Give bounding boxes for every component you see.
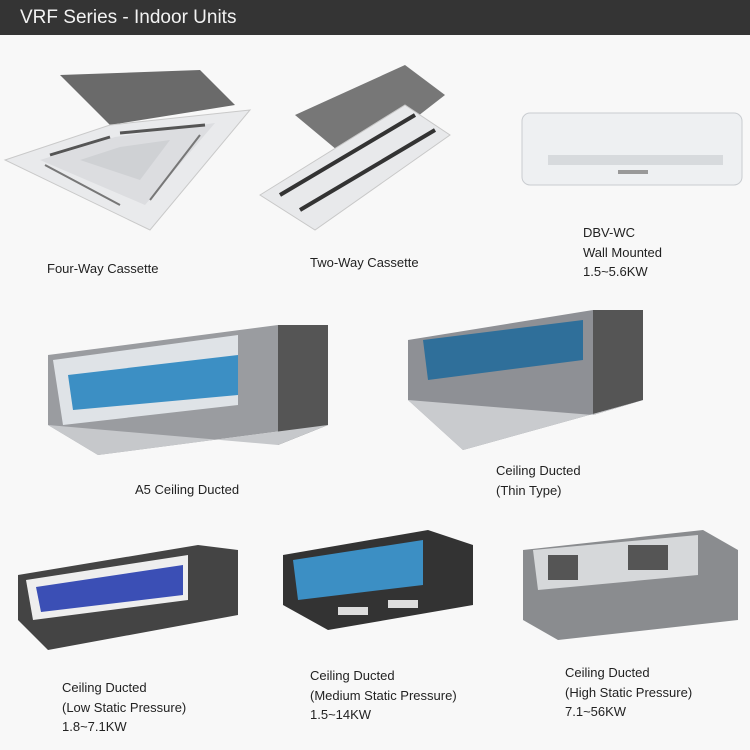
ceiling-ducted-low-static-image (18, 545, 238, 650)
wall-mounted-image (521, 112, 743, 186)
product-name: Four-Way Cassette (47, 261, 159, 276)
product-type: (Thin Type) (496, 482, 562, 498)
product-label-ceiling-ducted-high: Ceiling Ducted (High Static Pressure) 7.… (565, 663, 692, 722)
product-type: (Low Static Pressure) (62, 699, 187, 715)
product-label-ceiling-ducted-medium: Ceiling Ducted (Medium Static Pressure) … (310, 666, 457, 725)
product-name: Wall Mounted (583, 244, 662, 260)
four-way-cassette-image (3, 70, 252, 231)
product-capacity: 1.5~5.6KW (583, 264, 648, 279)
product-label-ceiling-ducted-thin: Ceiling Ducted (Thin Type) (496, 461, 581, 500)
product-name: Ceiling Ducted (62, 680, 147, 695)
product-capacity: 7.1~56KW (565, 704, 627, 719)
product-name: Ceiling Ducted (565, 665, 650, 680)
page-title: VRF Series - Indoor Units (20, 7, 237, 28)
product-model: DBV-WC (583, 225, 635, 240)
ceiling-ducted-thin-image (408, 310, 643, 450)
product-label-two-way-cassette: Two-Way Cassette (310, 253, 419, 273)
ceiling-ducted-medium-static-image (283, 530, 473, 630)
product-type: (Medium Static Pressure) (310, 687, 457, 703)
product-capacity: 1.8~7.1KW (62, 719, 127, 734)
product-name: A5 Ceiling Ducted (135, 482, 240, 497)
product-label-a5-ceiling-ducted: A5 Ceiling Ducted (135, 480, 239, 500)
product-name: Ceiling Ducted (310, 668, 395, 683)
product-capacity: 1.5~14KW (310, 707, 372, 722)
product-label-ceiling-ducted-low: Ceiling Ducted (Low Static Pressure) 1.8… (62, 678, 186, 737)
product-label-wall-mounted: DBV-WC Wall Mounted 1.5~5.6KW (583, 223, 662, 282)
page-header: VRF Series - Indoor Units (0, 0, 750, 35)
product-name: Ceiling Ducted (496, 463, 581, 478)
two-way-cassette-image (259, 65, 451, 231)
product-label-four-way-cassette: Four-Way Cassette (47, 259, 159, 279)
a5-ceiling-ducted-image (48, 325, 328, 455)
product-name: Two-Way Cassette (310, 255, 419, 270)
product-type: (High Static Pressure) (565, 684, 693, 700)
ceiling-ducted-high-static-image (523, 530, 738, 640)
